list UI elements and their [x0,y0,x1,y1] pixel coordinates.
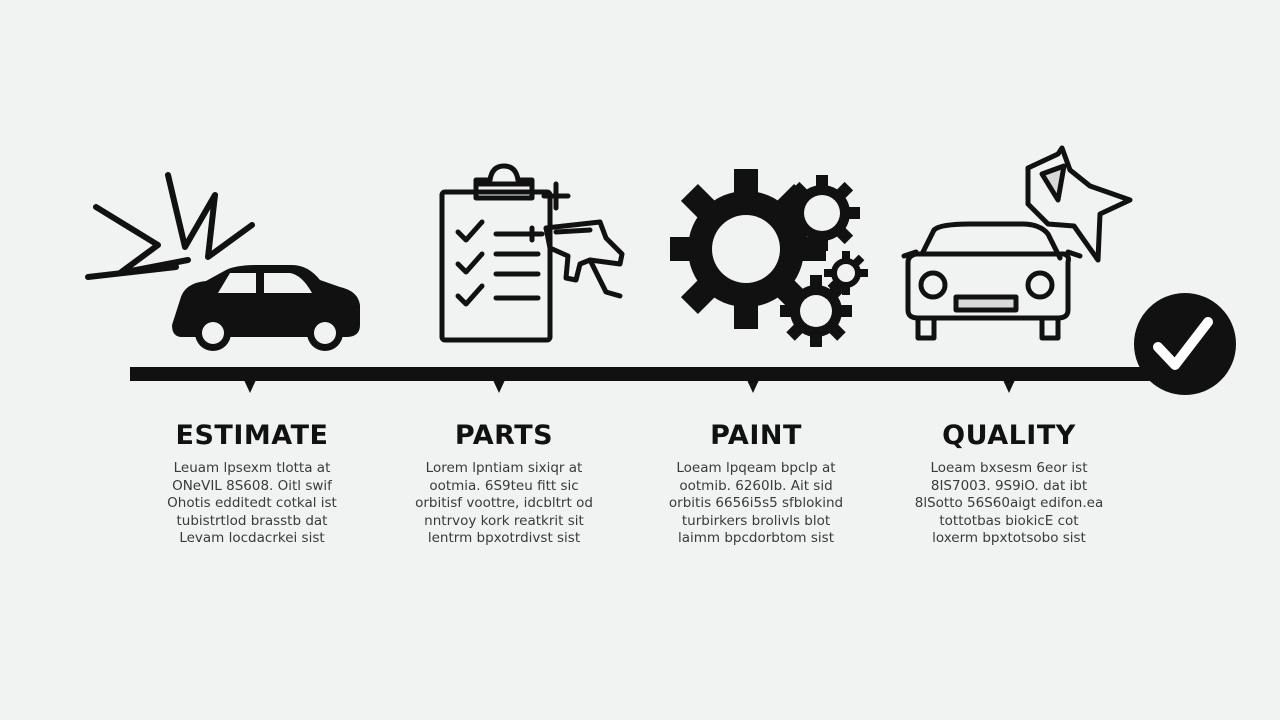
clipboard-spray-gun-icon [439,163,625,343]
description-line: tottotbas biokicE cot [939,512,1079,529]
description-line: loxerm bpxtotsobo sist [932,530,1086,546]
gears-icon [670,169,868,347]
description-line: Loeam lpqeam bpclp at [676,460,836,476]
description-line: Lorem lpntiam sixiqr at [425,460,583,476]
step-description-quality: Loeam bxsesm 6eor ist 8IS7003. 9S9iO. da… [889,460,1129,548]
description-line: laimm bpcdorbtom sist [678,530,834,546]
timeline-tick [747,380,759,393]
description-line: 8IS7003. 9S9iO. dat ibt [930,477,1088,494]
crashed-car-icon [85,172,360,351]
description-line: nntrvoy kork reatkrit sit [424,512,584,529]
step-title-paint: PAINT [710,420,802,451]
step-title-estimate: ESTIMATE [175,420,329,451]
description-line: ONeVIL 8S608. Oitl swif [172,477,332,494]
step-description-estimate: Leuam lpsexm tlotta at ONeVIL 8S608. Oit… [132,460,372,548]
timeline-tick [1003,380,1015,393]
description-line: orbitis 6656i5s5 sfblokind [668,495,844,511]
description-line: ootmia. 6S9teu fitt sic [429,477,579,494]
timeline-tick [244,380,256,393]
description-line: Levam locdacrkei sist [179,530,325,546]
step-description-paint: Loeam lpqeam bpclp at ootmib. 6260Ib. Ai… [636,460,876,548]
description-line: turbirkers brolivls blot [681,512,831,529]
step-title-quality: QUALITY [942,420,1076,451]
description-line: Leuam lpsexm tlotta at [173,460,331,476]
description-line: orbitisf voottre, idcbltrt od [415,495,593,511]
checkmark-circle-icon [1134,293,1236,395]
timeline-tick [493,380,505,393]
description-line: 8lSotto 56S60aigt edifon.ea [914,495,1104,511]
description-line: ootmib. 6260Ib. Ait sid [679,477,833,494]
description-line: Loeam bxsesm 6eor ist [930,460,1088,476]
car-polish-icon [901,145,1133,341]
step-description-parts: Lorem lpntiam sixiqr at ootmia. 6S9teu f… [384,460,624,548]
description-line: tubistrtlod brasstb dat [176,512,328,529]
description-line: Ohotis edditedt cotkal ist [167,495,337,511]
description-line: lentrm bpxotrdivst sist [427,530,581,546]
timeline-line [130,367,1160,381]
step-title-parts: PARTS [454,420,554,451]
